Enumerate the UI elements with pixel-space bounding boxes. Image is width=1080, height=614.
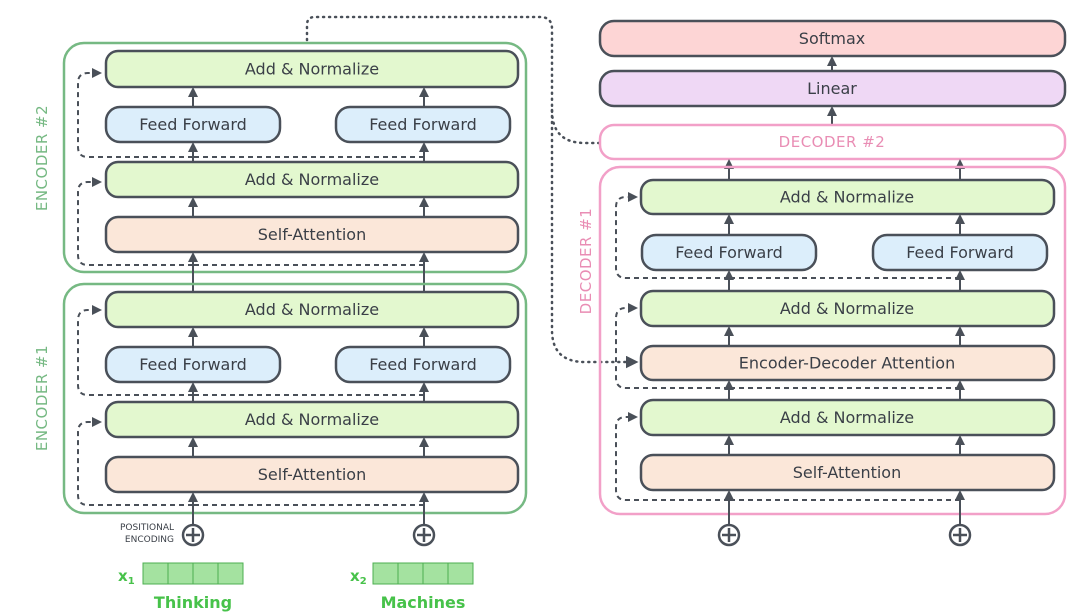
encoder-1-feed-forward-2-box: [334, 345, 512, 384]
encoder-2-flow-arrows: [188, 87, 429, 217]
decoder-1-self-attention-box: [639, 453, 1056, 492]
encoder-2-feed-forward-2: Feed Forward: [369, 115, 477, 134]
encoder-1-self-attention-box: [104, 455, 520, 494]
encoder-1-self-attention: Self-Attention: [258, 465, 366, 484]
encoder-2-add-norm-bottom-box: [104, 160, 520, 199]
input-2: x2 Machines: [350, 562, 474, 612]
input-1-word: Thinking: [154, 593, 232, 612]
encoder-2-self-attention: Self-Attention: [258, 225, 366, 244]
encoder-2-add-norm-top: Add & Normalize: [245, 60, 379, 79]
softmax-layer: Softmax: [598, 19, 1067, 58]
decoder-1-add-norm-mid: Add & Normalize: [780, 299, 914, 318]
input-2-word: Machines: [381, 593, 466, 612]
decoder-1-label: DECODER #1: [577, 208, 595, 315]
encoder-output-links: [305, 15, 639, 369]
softmax-label: Softmax: [799, 29, 865, 48]
decoder-2-label: DECODER #2: [779, 133, 886, 151]
positional-encoding: POSITIONAL ENCODING: [120, 523, 174, 545]
decoder-1-add-norm-mid-box: [639, 289, 1056, 328]
positional-encoding-line1: POSITIONAL: [120, 523, 174, 533]
decoder-1-add-norm-top: Add & Normalize: [780, 188, 914, 207]
encoder-1-add-norm-bottom: Add & Normalize: [245, 410, 379, 429]
encoder-2-residuals: [77, 68, 424, 266]
decoder-1-add-norm-bottom: Add & Normalize: [780, 408, 914, 427]
encoder-2-add-norm-top-box: [104, 49, 520, 89]
encoder-1-add-norm-top: Add & Normalize: [245, 300, 379, 319]
encoder-2-label: ENCODER #2: [33, 105, 51, 211]
decoder-1-enc-dec-attention-box: [639, 344, 1056, 382]
input-1: x1 Thinking: [118, 562, 244, 612]
encoder-2-feed-forward-1-box: [104, 105, 282, 144]
encoder-1-label: ENCODER #1: [33, 345, 51, 451]
encoder-2-feed-forward-1: Feed Forward: [139, 115, 247, 134]
encoder-1-flow-arrows: [188, 327, 429, 457]
decoder-1-residuals: [615, 192, 960, 501]
linear-layer: Linear: [598, 69, 1067, 108]
input-2-embedding-vector: [372, 562, 474, 585]
input-2-symbol: x2: [350, 567, 367, 587]
encoder-1-feed-forward-1-box: [104, 345, 282, 384]
decoder-1-feed-forward-1: Feed Forward: [675, 243, 783, 262]
encoder-1-residuals: [77, 305, 424, 506]
decoder-1-feed-forward-2: Feed Forward: [906, 243, 1014, 262]
encoder-input-arrows: [188, 492, 429, 524]
encoder-1-feed-forward-1: Feed Forward: [139, 355, 247, 374]
encoder-2-self-attention-box: [104, 215, 520, 254]
decoder-plus-icon-2: [948, 523, 972, 547]
decoder-2: DECODER #2: [598, 123, 1067, 161]
decoder-stack-connectors: [724, 159, 965, 179]
decoder-input-arrows: [724, 490, 965, 524]
encoder-1-frame: [62, 282, 528, 515]
decoder-1-flow-arrows: [724, 214, 965, 455]
decoder-1-feed-forward-2-box: [871, 233, 1049, 272]
input-1-embedding-vector: [142, 562, 244, 585]
input-1-symbol: x1: [118, 567, 135, 587]
encoder-2-frame: [62, 41, 528, 274]
encoder-1-add-norm-top-box: [104, 290, 520, 329]
encoder-1-feed-forward-2: Feed Forward: [369, 355, 477, 374]
linear-label: Linear: [807, 79, 857, 98]
encoder-plus-icon-2: [412, 523, 436, 547]
encoder-1: ENCODER #1 Add & Normalize Feed Forward …: [33, 282, 528, 515]
encoder-1-add-norm-bottom-box: [104, 400, 520, 439]
encoder-plus-icon-1: [181, 523, 205, 547]
encoder-2-feed-forward-2-box: [334, 105, 512, 144]
decoder-1-frame: [598, 165, 1067, 516]
decoder-1-add-norm-top-box: [639, 178, 1056, 216]
encoder-2-add-norm-bottom: Add & Normalize: [245, 170, 379, 189]
positional-encoding-line2: ENCODING: [125, 535, 174, 545]
encoder-stack-connectors: [188, 252, 429, 293]
decoder-1: DECODER #1 Add & Normalize Feed Forward: [577, 165, 1067, 516]
decoder-1-self-attention: Self-Attention: [793, 463, 901, 482]
decoder-1-feed-forward-1-box: [640, 233, 818, 272]
decoder-plus-icon-1: [717, 523, 741, 547]
decoder-1-enc-dec-attention: Encoder-Decoder Attention: [739, 354, 955, 373]
decoder-1-add-norm-bottom-box: [639, 398, 1056, 437]
encoder-2: ENCODER #2 Add & Normalize Feed Forward …: [33, 41, 528, 274]
